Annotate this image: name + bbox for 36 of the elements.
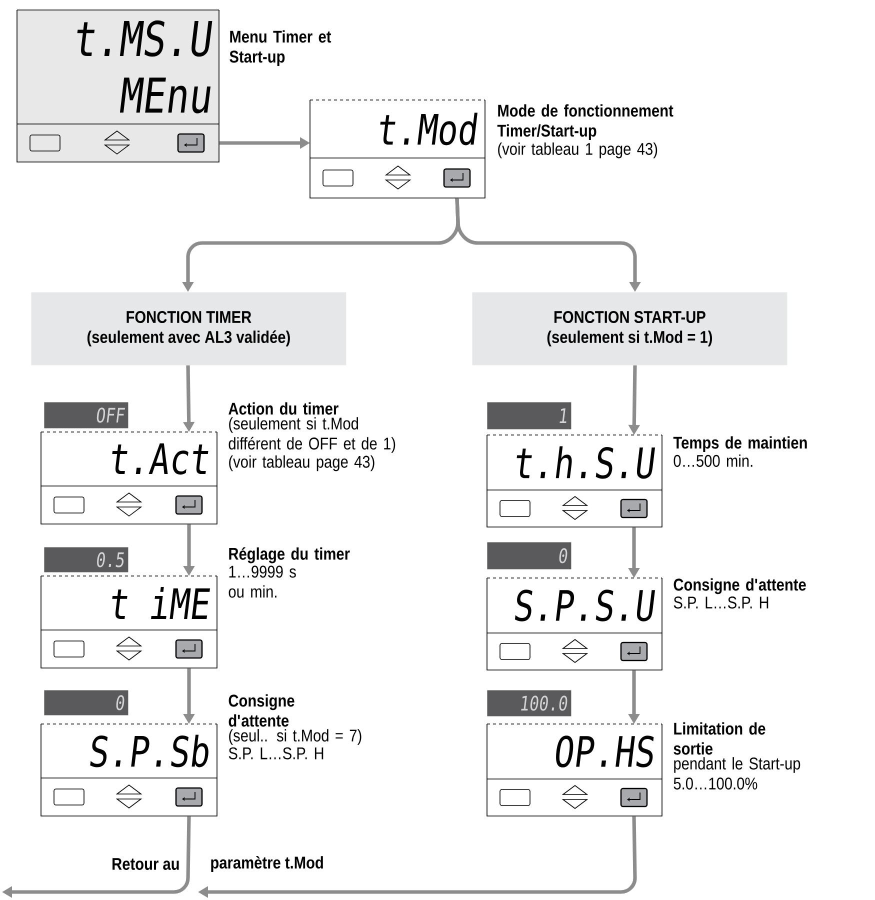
segment-readout: t.MS.U [77, 20, 212, 57]
value-readout: 0.5 [44, 547, 128, 572]
description-text: 1…9999 s ou min. [228, 566, 296, 598]
return-note: Retour au [112, 858, 179, 870]
description-text: S.P. L…S.P. H [674, 596, 768, 609]
value-readout: 100.0 [487, 690, 572, 716]
description-text: (voir tableau 1 page 43) [498, 142, 658, 158]
segment-readout: t.Act [112, 443, 208, 475]
parameter-title: Temps de maintien [673, 436, 807, 452]
value-readout: 0 [487, 542, 572, 570]
parameter-title: Réglage du timer [229, 547, 350, 564]
description-text: (seul.. si t.Mod = 7) [229, 729, 362, 745]
return-note: paramètre t.Mod [211, 856, 323, 872]
description-text: 0…500 min. [674, 454, 752, 467]
description-text: (seulement si t.Mod différent de OFF et de 1) [228, 417, 396, 453]
parameter-title: Mode de fonctionnement Timer/Start-up [497, 104, 674, 140]
value-readout: 0 [44, 690, 128, 716]
segment-readout: t iME [112, 587, 210, 619]
parameter-title: Consigne d'attente [228, 694, 294, 727]
parameter-title: Action du timer [228, 402, 338, 415]
description-text: (voir tableau page 43) [229, 455, 374, 472]
parameter-title: Limitation de sortie [674, 722, 766, 755]
function-box: FONCTION START-UP (seulement si t.Mod = 1) [472, 292, 788, 366]
segment-readout: OP.HS [556, 736, 654, 768]
description-text: S.P. L…S.P. H [228, 747, 324, 760]
description-text: pendant le Start-up 5.0…100.0% [674, 757, 800, 790]
parameter-title: Consigne d'attente [674, 578, 806, 594]
function-box: FONCTION TIMER (seulement avec AL3 validée) [31, 292, 346, 366]
segment-readout: S.P.Sb [90, 734, 208, 768]
value-readout: OFF [44, 402, 128, 428]
segment-readout: S.P.S.U [514, 590, 656, 622]
segment-readout: MEnu [120, 78, 211, 114]
segment-readout: t.Mod [380, 112, 478, 146]
segment-readout: t.h.S.U [516, 446, 656, 479]
value-readout: 1 [487, 402, 572, 430]
parameter-title: Menu Timer et Start-up [230, 30, 332, 66]
